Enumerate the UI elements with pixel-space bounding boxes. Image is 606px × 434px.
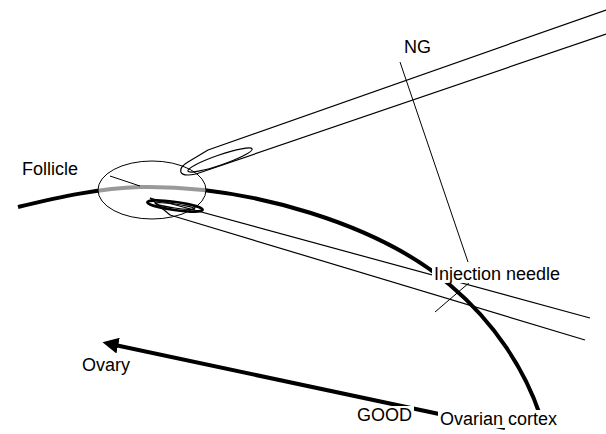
needle-label: NG	[402, 38, 433, 56]
needle-label: Injection needle	[432, 265, 562, 283]
ovary-label: Ovary	[80, 356, 132, 374]
good-needle	[147, 198, 590, 340]
direction-label: GOOD	[355, 406, 414, 424]
cortex-label: Ovarian cortex	[438, 410, 559, 428]
follicle	[98, 161, 206, 219]
leader-lines	[110, 62, 470, 312]
follicle-label: Follicle	[20, 160, 80, 178]
ng-needle	[181, 10, 606, 176]
